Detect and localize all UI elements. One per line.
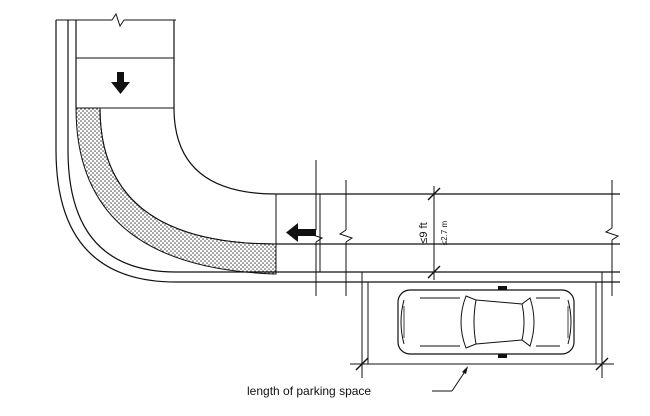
break-line-icon: [56, 12, 176, 28]
curb-edge: [55, 20, 620, 283]
parking-space-length-label: length of parking space: [247, 384, 371, 398]
left-arrow-icon: [286, 223, 316, 242]
break-line-icon: [308, 160, 620, 296]
leader-arrow: [432, 366, 468, 392]
dimension-imperial-label: ≤9 ft: [418, 222, 430, 243]
dimension-metric-label: ≤2.7 m: [440, 220, 449, 245]
down-arrow-icon: [111, 72, 130, 94]
parking-space: [350, 272, 614, 378]
car-top-view-icon: [397, 286, 575, 358]
sidewalk-edge: [75, 20, 620, 272]
aisle-dimension: [427, 186, 441, 280]
